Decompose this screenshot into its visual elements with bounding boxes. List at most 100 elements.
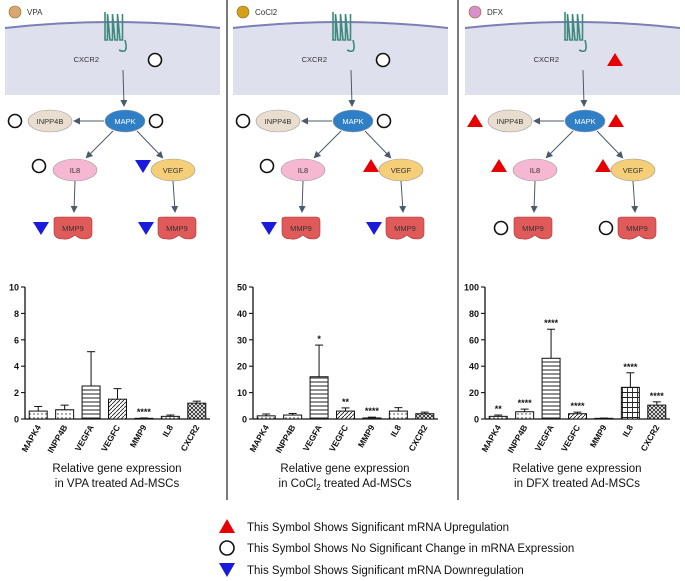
- bar-inpp4b: [515, 411, 535, 420]
- x-tick-label: VEGFA: [533, 423, 556, 453]
- mapk-node: MAPK: [332, 109, 374, 133]
- bar-inpp4b: [55, 409, 75, 420]
- mmp9-right-symbol-down-icon: [138, 222, 154, 235]
- legend-up-text: This Symbol Shows Significant mRNA Upreg…: [247, 522, 509, 534]
- pathway-arrow: [313, 130, 342, 159]
- y-tick-label: 40: [237, 309, 247, 319]
- x-tick-label: VEGFA: [301, 423, 324, 453]
- mmp9-left-node-label: MMP9: [522, 224, 544, 233]
- pathway-arrow: [120, 69, 128, 107]
- receptor-label: CXCR2: [74, 55, 99, 64]
- bar-mapk4: [256, 415, 276, 420]
- mmp9-right-node: MMP9: [385, 216, 425, 240]
- bar-il8: [388, 410, 408, 420]
- y-tick-label: 4: [14, 362, 19, 372]
- il8-node: IL8: [280, 158, 326, 182]
- bar-il8: [160, 415, 180, 420]
- mapk-symbol-nochange-icon: [148, 113, 164, 129]
- cxcr2-receptor-icon: [332, 12, 352, 41]
- mapk-node-label: MAPK: [114, 117, 135, 126]
- cell-membrane: [465, 22, 680, 95]
- mmp9-right-node: MMP9: [617, 216, 657, 240]
- mmp9-right-node-label: MMP9: [394, 224, 416, 233]
- vegf-symbol-up-icon: [595, 159, 611, 172]
- pathway-arrow: [580, 69, 588, 107]
- y-tick-label: 2: [14, 388, 19, 398]
- inpp4b-symbol-nochange-icon: [235, 113, 251, 129]
- il8-node: IL8: [512, 158, 558, 182]
- caption-line2: in VPA treated Ad-MSCs: [55, 478, 180, 490]
- il8-node-label: IL8: [70, 166, 80, 175]
- vegf-symbol-down-icon: [135, 160, 151, 173]
- x-tick-label: INPP4B: [273, 423, 297, 455]
- inpp4b-symbol-up-icon: [467, 114, 483, 127]
- y-tick-label: 0: [14, 415, 19, 425]
- pathway-arrow: [70, 180, 78, 213]
- pathway-arrow: [530, 180, 538, 213]
- x-tick-label: IL8: [620, 423, 635, 439]
- vegf-symbol-up-icon: [363, 159, 379, 172]
- symbol-legend: This Symbol Shows Significant mRNA Upreg…: [219, 519, 574, 577]
- y-tick-label: 100: [464, 283, 479, 293]
- bar-vegfc: [336, 410, 355, 420]
- treatment-molecule-icon: [8, 5, 22, 19]
- mmp9-left-node: MMP9: [281, 216, 321, 240]
- y-tick-label: 30: [237, 335, 247, 345]
- pathway-arrow: [545, 130, 574, 159]
- vegf-node-label: VEGF: [391, 166, 412, 175]
- receptor-tail: [578, 39, 587, 53]
- inpp4b-symbol-nochange-icon: [7, 113, 23, 129]
- cxcr2-receptor-icon: [564, 12, 584, 41]
- bar-chart: 020406080100**MAPK4****INPP4B****VEGFA**…: [464, 283, 670, 455]
- bar-vegfa: [541, 357, 561, 420]
- y-tick-label: 8: [14, 309, 19, 319]
- significance-label: ****: [518, 398, 533, 408]
- significance-label: ****: [570, 401, 585, 411]
- il8-node-label: IL8: [530, 166, 540, 175]
- x-tick-label: MMP9: [128, 423, 149, 450]
- mapk-symbol-nochange-icon: [376, 113, 392, 129]
- treatment-label: DFX: [487, 8, 504, 17]
- legend-down-triangle-icon: [219, 563, 235, 577]
- mmp9-left-symbol-down-icon: [33, 222, 49, 235]
- x-tick-label: MAPK4: [247, 423, 271, 454]
- cxcr2-symbol-nochange-icon: [147, 52, 163, 68]
- x-tick-label: CXCR2: [178, 423, 201, 453]
- inpp4b-node: INPP4B: [27, 109, 73, 133]
- treatment-molecule-icon: [236, 5, 250, 19]
- bar-inpp4b: [283, 414, 303, 420]
- x-tick-label: VEGFC: [99, 423, 122, 453]
- x-tick-label: CXCR2: [406, 423, 429, 453]
- inpp4b-node-label: INPP4B: [265, 117, 292, 126]
- receptor-tail: [118, 39, 127, 53]
- mmp9-right-node-label: MMP9: [626, 224, 648, 233]
- y-tick-label: 40: [469, 362, 479, 372]
- il8-node-label: IL8: [298, 166, 308, 175]
- treatment-molecule-icon: [468, 5, 482, 19]
- cell-membrane: [233, 22, 448, 95]
- receptor-tail: [346, 39, 355, 53]
- significance-label: ****: [365, 406, 380, 416]
- significance-label: ****: [623, 362, 638, 372]
- bar-vegfa: [81, 385, 101, 420]
- bar-cxcr2: [187, 402, 207, 420]
- x-tick-label: INPP4B: [505, 423, 529, 455]
- mapk-node: MAPK: [564, 109, 606, 133]
- y-tick-label: 50: [237, 283, 247, 293]
- x-tick-label: IL8: [388, 423, 403, 439]
- inpp4b-node-label: INPP4B: [37, 117, 64, 126]
- bar-vegfa: [309, 376, 329, 420]
- pathway-arrow: [596, 130, 624, 159]
- y-tick-label: 80: [469, 309, 479, 319]
- x-tick-label: MAPK4: [479, 423, 503, 454]
- pathway-arrow: [631, 180, 639, 213]
- pathway-arrow: [399, 180, 407, 213]
- mmp9-left-node-label: MMP9: [290, 224, 312, 233]
- receptor-label: CXCR2: [534, 55, 559, 64]
